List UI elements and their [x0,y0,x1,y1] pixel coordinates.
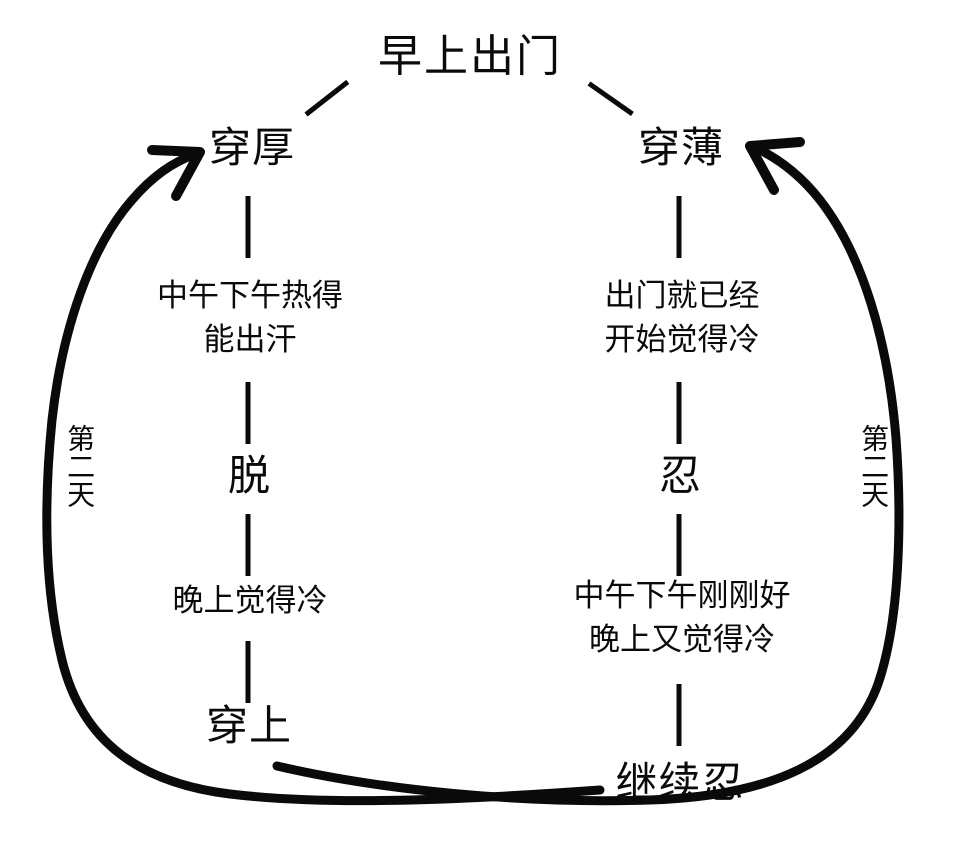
node-right-consequence: 出门就已经 开始觉得冷 [605,274,760,362]
left-loop-path [42,149,605,806]
node-left-consequence-line2: 能出汗 [203,322,297,358]
label-left-loop: 第二天 [63,424,97,508]
connector-top-to-right [587,81,634,116]
right-loop-arrowhead [745,137,805,195]
node-right-final: 继续忍 [615,758,745,808]
node-right-consequence-line2: 开始觉得冷 [604,322,760,358]
node-right-result-line1: 中午下午刚刚好 [573,577,791,614]
node-left-action: 脱 [227,451,271,501]
connector-left-4 [245,641,251,703]
connector-right-3 [676,514,682,576]
right-loop-path [272,143,904,806]
node-left-consequence: 中午下午热得 能出汗 [157,274,343,362]
left-loop-arrowhead [147,145,205,201]
connector-right-4 [676,684,682,746]
node-right-consequence-line1: 出门就已经 [604,277,760,314]
connector-left-2 [245,382,251,444]
node-start: 早上出门 [378,31,562,83]
node-right-result-line2: 晚上又觉得冷 [589,622,775,658]
node-left-final: 穿上 [205,701,293,751]
connector-left-3 [245,514,251,576]
node-right-result: 中午下午刚刚好 晚上又觉得冷 [574,574,791,662]
node-left-choice: 穿厚 [208,123,296,173]
connector-left-1 [245,196,251,258]
node-left-result: 晚上觉得冷 [172,582,328,619]
connector-top-to-left [304,79,350,117]
node-left-consequence-line1: 中午下午热得 [157,277,343,314]
node-right-action: 忍 [658,451,702,501]
label-right-loop: 第二天 [857,424,891,508]
node-right-choice: 穿薄 [637,123,725,173]
connector-right-1 [676,196,682,258]
connector-right-2 [676,382,682,444]
